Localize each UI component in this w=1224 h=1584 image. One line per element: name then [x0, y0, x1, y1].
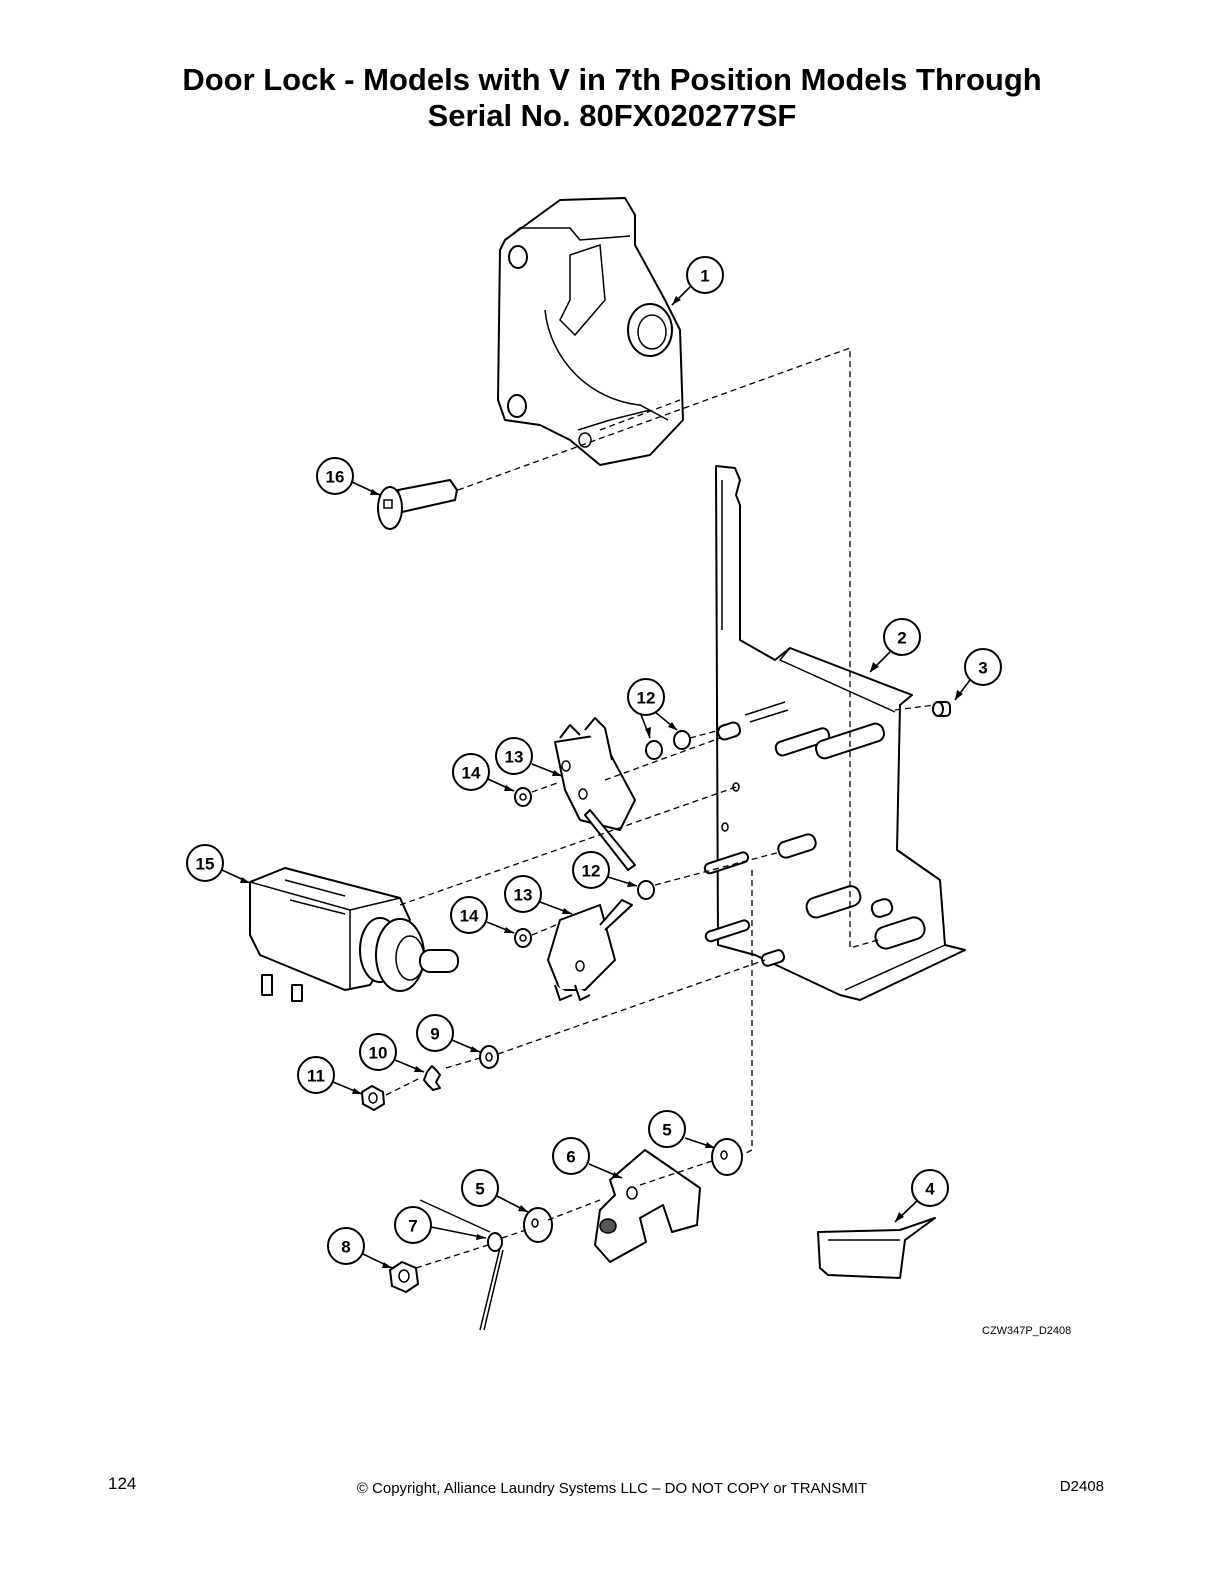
assembly-lines — [385, 347, 936, 1269]
callout-14-lower: 14 — [450, 896, 515, 934]
svg-text:13: 13 — [514, 886, 533, 905]
svg-text:11: 11 — [307, 1067, 325, 1086]
part-7-spring — [419, 1199, 504, 1331]
svg-text:12: 12 — [637, 689, 656, 708]
svg-text:8: 8 — [341, 1238, 350, 1257]
svg-text:13: 13 — [505, 748, 524, 767]
part-13-switch-lower — [547, 899, 633, 1001]
part-14-nuts — [514, 787, 532, 948]
copyright-notice: © Copyright, Alliance Laundry Systems LL… — [356, 1480, 868, 1497]
part-4-clip — [817, 1217, 936, 1279]
svg-text:1: 1 — [700, 267, 709, 286]
callout-7: 7 — [394, 1206, 487, 1244]
callout-1: 1 — [671, 256, 724, 306]
part-5-washer-lower — [523, 1207, 553, 1243]
svg-text:16: 16 — [326, 468, 345, 487]
page-title: Door Lock - Models with V in 7th Positio… — [0, 62, 1224, 134]
part-9-washer — [479, 1045, 499, 1069]
part-3-rivet — [932, 701, 951, 717]
drawing-id: CZW347P_D2408 — [982, 1325, 1072, 1337]
svg-text:10: 10 — [369, 1044, 388, 1063]
callout-5-lower: 5 — [461, 1169, 529, 1213]
callout-8: 8 — [327, 1227, 393, 1269]
part-13-switch-upper — [554, 717, 636, 871]
callout-12-lower: 12 — [572, 851, 638, 889]
callout-14-upper: 14 — [452, 753, 515, 792]
svg-text:5: 5 — [662, 1121, 671, 1140]
part-11-nut — [361, 1085, 385, 1111]
part-8-nut — [389, 1261, 419, 1293]
callout-12-upper: 12 — [627, 678, 678, 739]
callout-15: 15 — [186, 844, 251, 884]
callout-10: 10 — [359, 1033, 425, 1073]
callout-11: 11 — [297, 1056, 363, 1095]
title-line-1: Door Lock - Models with V in 7th Positio… — [182, 62, 1042, 97]
title-line-2: Serial No. 80FX020277SF — [427, 98, 797, 133]
svg-text:6: 6 — [566, 1148, 575, 1167]
part-2-mounting-plate — [703, 465, 966, 1001]
svg-text:12: 12 — [582, 862, 601, 881]
part-5-washer-upper — [711, 1138, 743, 1176]
callout-13-lower: 13 — [504, 875, 573, 915]
svg-text:2: 2 — [897, 629, 906, 648]
part-1-lock-bracket — [497, 197, 684, 466]
part-16-screw — [377, 479, 458, 530]
callout-5-upper: 5 — [648, 1110, 716, 1149]
svg-text:9: 9 — [430, 1025, 439, 1044]
part-6-lever — [594, 1149, 701, 1263]
svg-text:15: 15 — [196, 855, 215, 874]
svg-text:3: 3 — [978, 659, 987, 678]
callout-6: 6 — [552, 1137, 623, 1179]
part-15-solenoid — [249, 867, 459, 1002]
callout-3: 3 — [954, 648, 1002, 701]
callout-13-upper: 13 — [495, 737, 563, 777]
svg-text:5: 5 — [475, 1180, 484, 1199]
callout-4: 4 — [894, 1169, 949, 1223]
callout-2: 2 — [869, 618, 921, 673]
part-10-lock-washer — [423, 1065, 441, 1091]
svg-text:4: 4 — [925, 1180, 935, 1199]
callout-16: 16 — [316, 457, 381, 496]
page-number: 124 — [108, 1474, 137, 1493]
document-code: D2408 — [1059, 1478, 1104, 1495]
part-12-spacers — [637, 730, 691, 900]
callout-9: 9 — [416, 1014, 481, 1053]
svg-text:14: 14 — [460, 907, 479, 926]
svg-text:7: 7 — [408, 1217, 417, 1236]
svg-text:14: 14 — [462, 764, 481, 783]
